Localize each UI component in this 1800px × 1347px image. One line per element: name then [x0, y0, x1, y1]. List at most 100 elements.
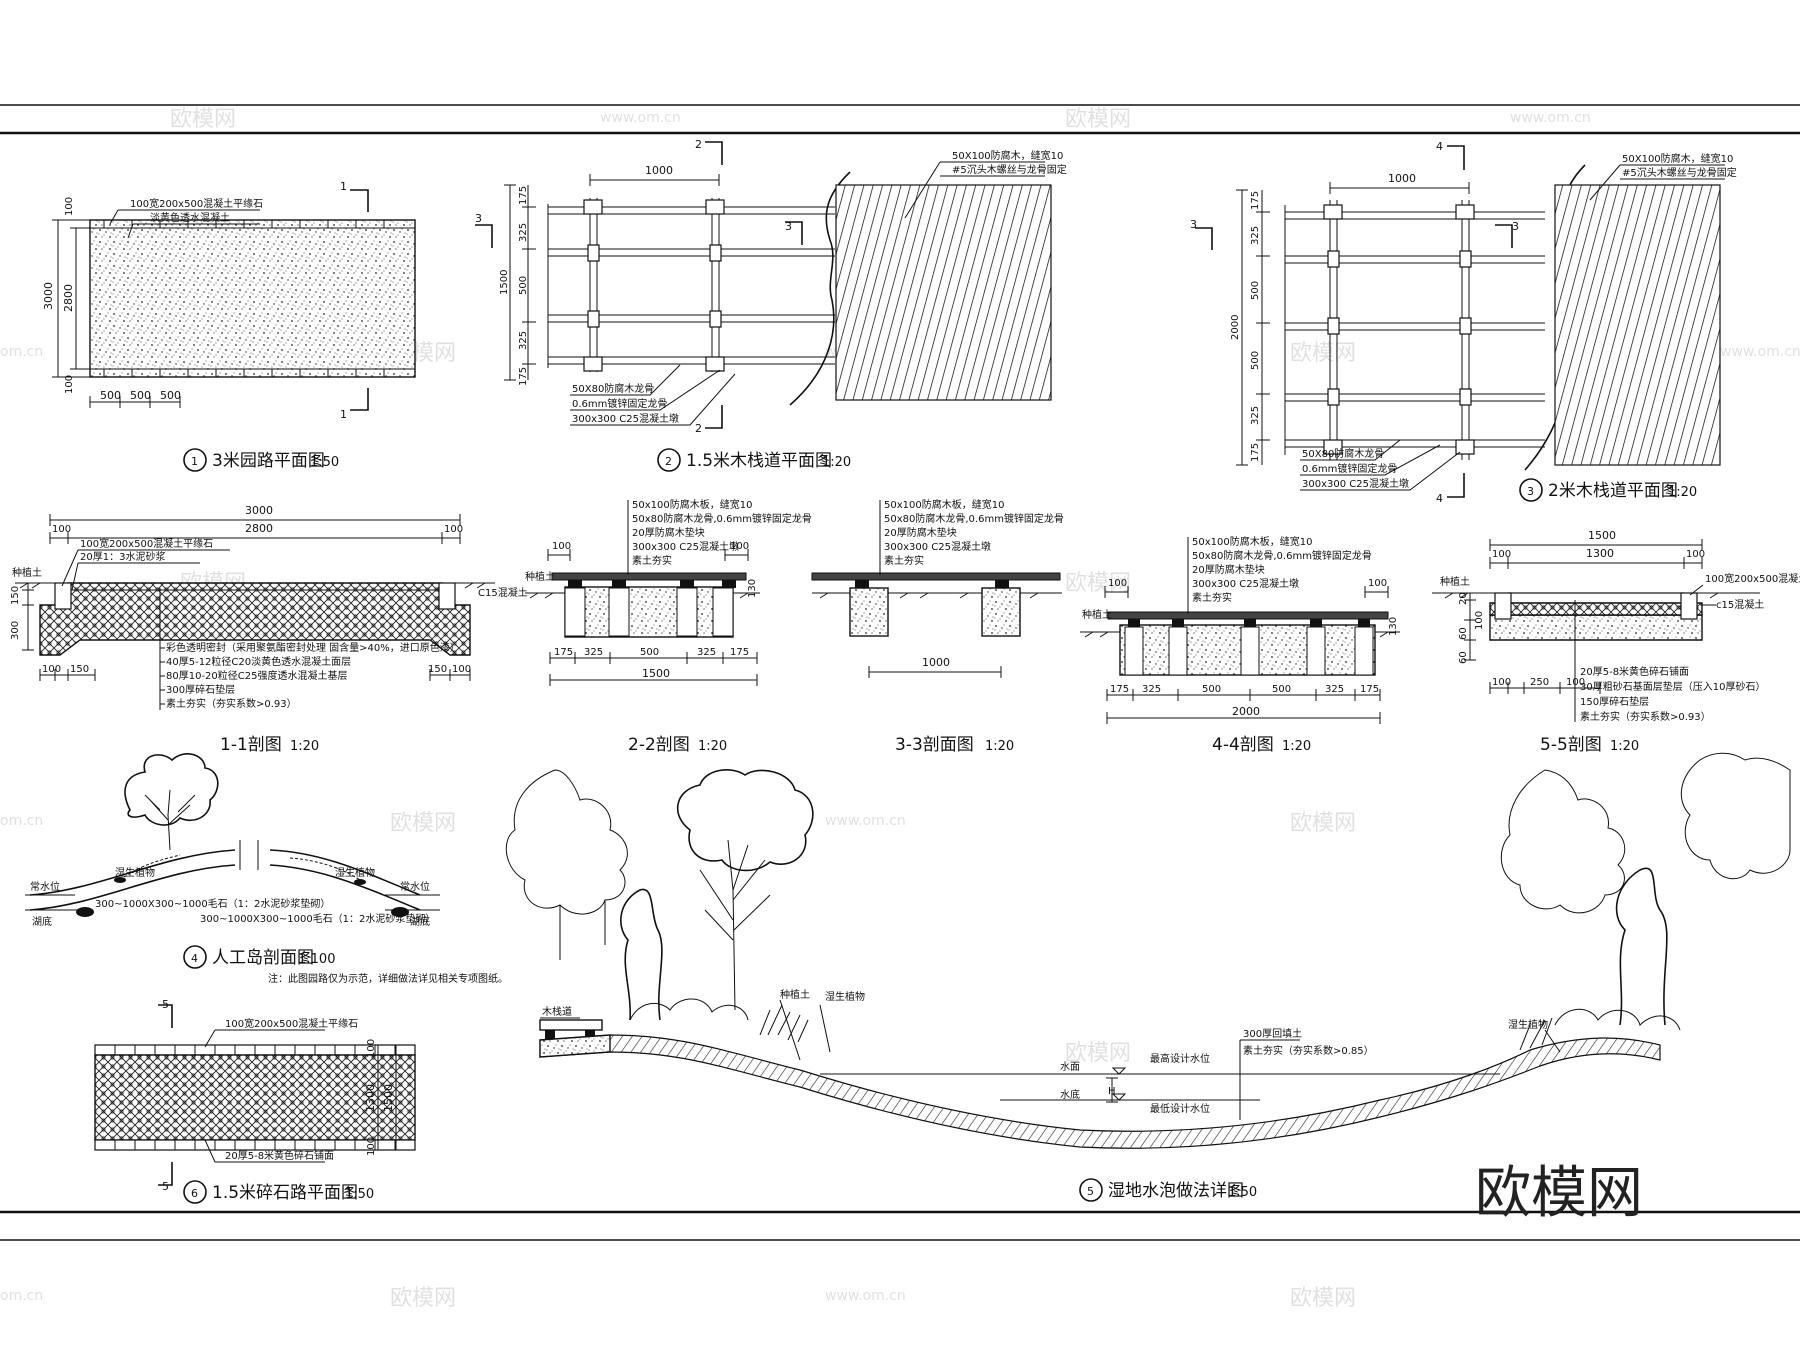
note-label: 300x300 C25混凝土墩: [632, 540, 739, 553]
dim: 1500: [642, 667, 670, 680]
dim: 2800: [245, 522, 273, 535]
dim: 100: [1108, 578, 1127, 589]
section-1-1: 3000 2800 100 100 150 300 100 150 150 10…: [10, 504, 528, 755]
note-label: 30厚粗砂石基面层垫层（压入10厚砂石）: [1580, 680, 1765, 693]
drawing-scale: 1:50: [310, 455, 339, 470]
dim: 2800: [62, 284, 75, 312]
dim: 1000: [645, 164, 673, 177]
section-mark: 3: [785, 220, 792, 233]
dim: 1000: [922, 656, 950, 669]
dim: 130: [747, 579, 758, 598]
drawing-scale: 1:20: [1668, 485, 1697, 500]
dim: 175: [1250, 443, 1261, 462]
drawing-title: 1.5米碎石路平面图: [212, 1183, 358, 1203]
dim: 1500: [1588, 529, 1616, 542]
drawing-number: 3: [1527, 485, 1534, 498]
section-mark: 3: [475, 212, 482, 225]
note-label: c15混凝土: [1716, 598, 1764, 611]
path-surface: [89, 219, 416, 378]
note-label: 注：此图园路仅为示范，详细做法详见相关专项图纸。: [268, 972, 508, 985]
dim: 2000: [1232, 705, 1260, 718]
dim: 175: [518, 367, 529, 386]
dim: 100: [1566, 677, 1585, 688]
note-label: 素土夯实（夯实系数>0.85）: [1243, 1044, 1374, 1057]
drawing-number-circle: [183, 448, 207, 472]
dim: 60: [1458, 651, 1469, 664]
section-mark: 1: [340, 180, 347, 193]
watermark-brand: 欧模网: [1290, 811, 1356, 836]
note-label: 50x80防腐木龙骨,0.6mm镀锌固定龙骨: [1192, 549, 1372, 562]
note-label: 300x300 C25混凝土墩: [1192, 577, 1299, 590]
watermark-url: www.om.cn: [1720, 344, 1800, 360]
drawing-scale: 1:20: [698, 739, 727, 754]
dim: 175: [1250, 191, 1261, 210]
dim: 1500: [499, 270, 510, 295]
note-label: 300~1000X300~1000毛石（1：2水泥砂浆垫砌）: [200, 912, 435, 925]
drawing-scale: 1:20: [1282, 739, 1311, 754]
drawing-number: 6: [191, 1187, 198, 1200]
drawing-3m-path-plan: 3000 2800 100 100 500 500 500 100宽200x50…: [42, 180, 416, 472]
drawing-title: 2米木栈道平面图: [1548, 481, 1678, 501]
note-label: 素土夯实: [1192, 591, 1232, 604]
dim: 100: [444, 524, 463, 535]
section-mark: 4: [1436, 140, 1443, 153]
drawing-wetland-pond-detail: 木栈道 种植土 湿生植物 湿生植物 300厚回填土 素土夯实（夯实系数>0.85…: [505, 752, 1791, 1202]
drawing-title: 1-1剖图: [220, 735, 282, 755]
note-label: 湿生植物: [335, 866, 375, 879]
note-label: 常水位: [30, 880, 60, 893]
note-label: 50X80防腐木龙骨: [572, 382, 654, 395]
section-mark: 5: [162, 1180, 169, 1193]
section-mark: 2: [695, 138, 702, 151]
drawing-number-circle: [183, 945, 207, 969]
watermark-url: www.om.cn: [825, 1288, 906, 1304]
shrub-left: [629, 998, 749, 1021]
dim: 100: [452, 664, 471, 675]
section-mark: 4: [1436, 492, 1443, 505]
drawing-scale: 1:100: [298, 952, 335, 967]
note-label: 湿生植物: [825, 990, 865, 1003]
note-label: 0.6mm镀锌固定龙骨: [572, 397, 667, 410]
tree-trunk-left: [620, 888, 663, 1021]
note-label: 湖底: [32, 915, 52, 928]
note-label: 100宽200x500混凝土平缘石: [130, 197, 263, 210]
dim: 150: [70, 664, 89, 675]
note-label: 种植土: [1440, 575, 1470, 588]
watermark-brand: 欧模网: [1065, 1041, 1131, 1066]
drawing-title: 5-5剖图: [1540, 735, 1602, 755]
note-label: 素土夯实（夯实系数>0.93）: [166, 697, 297, 710]
watermark-brand: 欧模网: [170, 107, 236, 132]
watermark-brand: 欧模网: [1290, 1286, 1356, 1311]
note-label: 50x100防腐木板，缝宽10: [1192, 535, 1312, 548]
section-mark: 5: [162, 998, 169, 1011]
note-label: 种植土: [780, 988, 810, 1001]
dim: 3000: [245, 504, 273, 517]
drawing-scale: 1:20: [290, 739, 319, 754]
watermark-url: om.cn: [0, 344, 43, 360]
dim: 1300: [364, 1084, 377, 1112]
note-label: 20厚5-8米黄色碎石铺面: [1580, 665, 1689, 678]
dim: 100: [1492, 549, 1511, 560]
pond-bed-section: [539, 1034, 1661, 1149]
drawing-scale: 1:50: [345, 1187, 374, 1202]
brand-logo-text: 欧模网: [1475, 1161, 1643, 1226]
drawing-title: 2-2剖图: [628, 735, 690, 755]
note-label: 150厚碎石垫层: [1580, 695, 1649, 708]
drawing-title: 3米园路平面图: [212, 451, 325, 471]
dim: 100: [730, 541, 749, 552]
note-label: 素土夯实: [632, 554, 672, 567]
note-label: 50x100防腐木板，缝宽10: [632, 498, 752, 511]
watermark-url: www.om.cn: [1510, 110, 1591, 126]
note-label: 水面: [1060, 1061, 1080, 1073]
dim: 150: [428, 664, 447, 675]
note-label: 300x300 C25混凝土墩: [1302, 477, 1409, 490]
section-mark: 3: [1190, 218, 1197, 231]
drawing-scale: 1:20: [985, 739, 1014, 754]
watermark-brand: 欧模网: [1065, 107, 1131, 132]
note-label: 100宽200x500混凝土平缘石: [225, 1017, 358, 1030]
note-label: 淡黄色透水混凝土: [150, 211, 230, 224]
drawing-number: 1: [191, 455, 198, 468]
watermark-url: www.om.cn: [825, 813, 906, 829]
note-label: 20厚5-8米黄色碎石铺面: [225, 1149, 334, 1162]
tree-outline-left: [505, 769, 628, 915]
